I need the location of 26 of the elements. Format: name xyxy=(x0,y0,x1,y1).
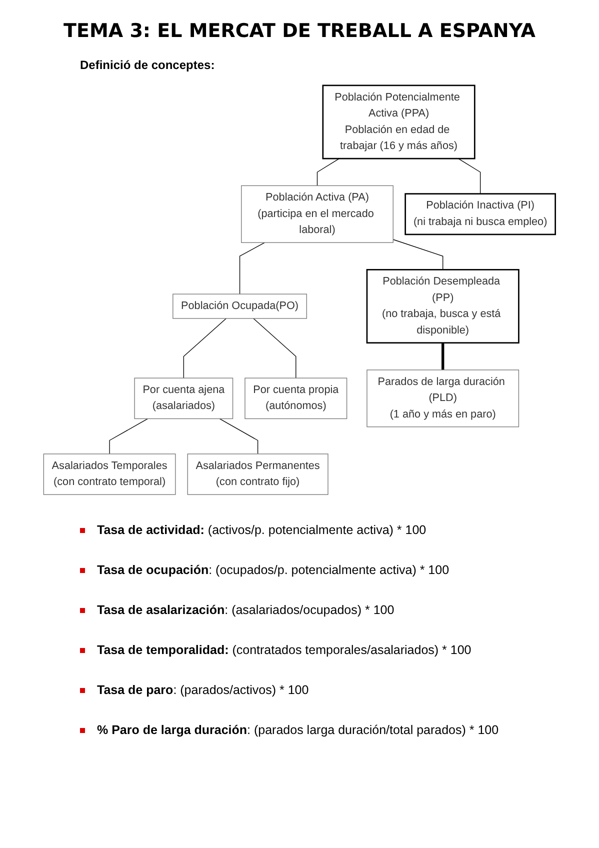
connector xyxy=(442,342,444,370)
formula-text: Tasa de ocupación: (ocupados/p. potencialmente activa) * 100 xyxy=(97,563,450,577)
node-box: Por cuenta propia (autónomos) xyxy=(244,378,348,420)
node-box: Población Inactiva (PI) (ni trabaja ni busca empleo) xyxy=(404,193,556,236)
formula-text: % Paro de larga duración: (parados larga duración/total parados) * 100 xyxy=(97,723,499,737)
formula-text: Tasa de temporalidad: (contratados temporales/asalariados) * 100 xyxy=(97,643,472,657)
node-box: Población Activa (PA) (participa en el mercado laboral) xyxy=(241,185,394,243)
node-box: Asalariados Temporales (con contrato temporal) xyxy=(43,454,176,495)
page-title: TEMA 3: EL MERCAT DE TREBALL A ESPANYA xyxy=(62,20,536,42)
node-box: Población Potencialmente Activa (PPA) Población en edad de trabajar (16 y más años) xyxy=(322,84,476,160)
connector xyxy=(316,158,340,186)
connector xyxy=(392,239,444,270)
connector xyxy=(183,318,226,378)
node-box: Población Ocupada(PO) xyxy=(172,294,307,319)
section-heading: Definició de conceptes: xyxy=(80,58,215,72)
connector xyxy=(109,418,148,454)
node-box: Asalariados Permanentes (con contrato fijo) xyxy=(187,454,328,495)
formula-text: Tasa de actividad: (activos/p. potencialmente activa) * 100 xyxy=(97,523,426,537)
formula-text: Tasa de paro: (parados/activos) * 100 xyxy=(97,683,309,697)
formula-text: Tasa de asalarización: (asalariados/ocupados) * 100 xyxy=(97,603,394,617)
node-box: Parados de larga duración (PLD) (1 año y más en paro) xyxy=(366,370,520,428)
connector xyxy=(239,242,266,294)
connector xyxy=(219,418,258,454)
connector xyxy=(253,318,296,378)
node-box: Por cuenta ajena (asalariados) xyxy=(134,378,234,420)
node-box: Población Desempleada (PP) (no trabaja, busca y está disponible) xyxy=(366,269,520,344)
